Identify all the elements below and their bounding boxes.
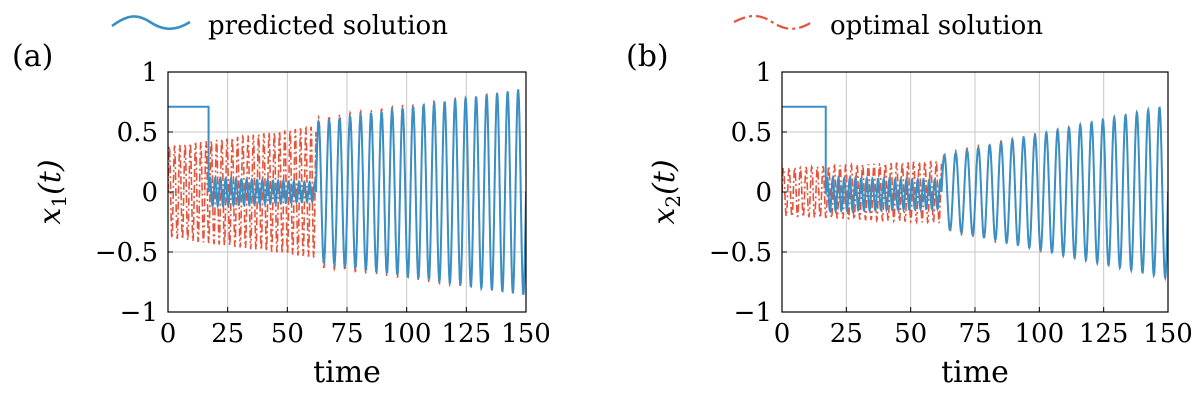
y-axis-label-main: x — [33, 208, 68, 225]
y-axis-label-sub: 2 — [661, 195, 685, 208]
x-tick-label: 75 — [958, 319, 991, 349]
legend-optimal-label: optimal solution — [830, 11, 1043, 41]
y-axis-label-arg: (t) — [647, 159, 682, 194]
y-axis-label-arg: (t) — [33, 159, 68, 194]
x-tick-label: 0 — [774, 319, 791, 349]
x-tick-label: 25 — [830, 319, 863, 349]
y-tick-label: −1 — [120, 298, 158, 328]
legend-predicted-line — [111, 15, 191, 31]
x-tick-label: 150 — [501, 319, 551, 349]
y-ticks: 1 0.5 0 −0.5 −1 — [95, 58, 173, 328]
y-tick-label: 1 — [755, 58, 772, 88]
x-tick-label: 100 — [382, 319, 432, 349]
y-tick-label: 1 — [141, 58, 158, 88]
panel-label: (b) — [626, 39, 669, 74]
x-tick-label: 125 — [442, 319, 492, 349]
x-ticks: 0 25 50 75 100 125 150 — [160, 307, 551, 349]
y-axis-label-sub: 1 — [47, 195, 71, 208]
y-ticks: 1 0.5 0 −0.5 −1 — [709, 58, 787, 328]
x-tick-label: 125 — [1079, 319, 1129, 349]
panel-b: (b) 0 25 50 75 100 125 150 1 0.5 0 −0.5 −1 time x2… — [626, 39, 1193, 390]
y-tick-label: −0.5 — [709, 238, 772, 268]
y-axis-label: x1(t) — [33, 159, 71, 224]
y-tick-label: 0 — [141, 178, 158, 208]
y-tick-label: 0 — [755, 178, 772, 208]
y-tick-label: 0.5 — [117, 118, 158, 148]
y-axis-label-main: x — [647, 208, 682, 225]
y-tick-label: −0.5 — [95, 238, 158, 268]
x-tick-label: 0 — [160, 319, 177, 349]
series-predicted-line — [168, 89, 526, 296]
x-tick-label: 100 — [1015, 319, 1065, 349]
plot-area — [782, 105, 1168, 282]
x-tick-label: 75 — [330, 319, 363, 349]
x-tick-label: 50 — [271, 319, 304, 349]
panel-label: (a) — [12, 39, 53, 74]
y-axis-label: x2(t) — [647, 159, 685, 224]
legend-predicted-label: predicted solution — [208, 11, 448, 41]
plot-area — [168, 89, 526, 296]
series-predicted-line — [782, 105, 1168, 282]
x-tick-label: 150 — [1143, 319, 1193, 349]
x-tick-label: 50 — [894, 319, 927, 349]
legend-optimal-line — [733, 14, 813, 30]
x-axis-label: time — [941, 355, 1009, 390]
x-tick-label: 25 — [211, 319, 244, 349]
x-ticks: 0 25 50 75 100 125 150 — [774, 307, 1193, 349]
legend: predicted solution optimal solution — [111, 11, 1043, 41]
y-tick-label: 0.5 — [731, 118, 772, 148]
x-axis-label: time — [313, 355, 381, 390]
y-tick-label: −1 — [734, 298, 772, 328]
